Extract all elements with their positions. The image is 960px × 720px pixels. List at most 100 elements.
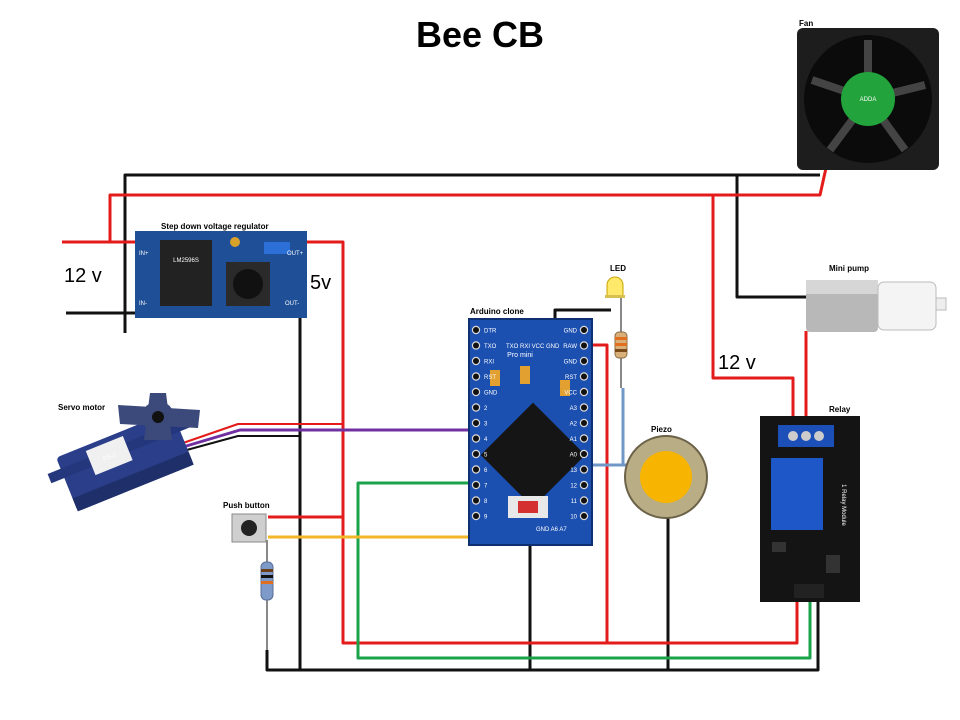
arduino-pin-left-10 bbox=[471, 480, 481, 490]
arduino-pin-left-5 bbox=[471, 403, 481, 412]
arduino-pin-left-0 bbox=[471, 325, 481, 335]
arduino-pin-label-left-7: 4 bbox=[484, 437, 488, 443]
arduino-label: Arduino clone bbox=[470, 307, 524, 316]
arduino-pin-right-7 bbox=[579, 434, 589, 443]
arduino-pin-label-left-6: 3 bbox=[484, 422, 488, 428]
mini-pump: Mini pump bbox=[806, 264, 947, 332]
arduino-pin-right-10 bbox=[579, 480, 589, 490]
fan-hub bbox=[841, 72, 895, 126]
arduino-pin-left-8 bbox=[471, 449, 481, 459]
led-resistor-value: 330 Ω bbox=[631, 336, 637, 353]
servo-label: Servo motor bbox=[58, 403, 105, 412]
arduino-pin-right-12 bbox=[579, 511, 589, 521]
arduino-top-pins: TXO RXI VCC GND bbox=[506, 344, 560, 350]
pump-label: Mini pump bbox=[829, 264, 869, 273]
arduino-pin-label-left-10: 7 bbox=[484, 484, 488, 490]
button-label: Push button bbox=[223, 501, 270, 510]
servo-signal-wire bbox=[182, 428, 474, 449]
arduino-pin-label-right-12: 10 bbox=[570, 515, 577, 521]
push-button: Push button 10K Ω bbox=[223, 501, 285, 601]
arduino-pin-right-2 bbox=[579, 356, 589, 366]
arduino-pin-right-9 bbox=[579, 465, 589, 474]
arduino-model: Pro mini bbox=[507, 352, 533, 359]
arduino-pin-label-left-4: GND bbox=[484, 391, 498, 397]
relay-signal-wire bbox=[356, 481, 812, 660]
arduino-pin-label-left-11: 8 bbox=[484, 499, 488, 505]
regulator-in-minus: IN- bbox=[139, 301, 147, 307]
arduino-pin-left-11 bbox=[471, 496, 481, 505]
arduino-pin-left-3 bbox=[471, 372, 481, 381]
arduino-pin-left-9 bbox=[471, 465, 481, 474]
regulator-in-plus: IN+ bbox=[139, 251, 149, 257]
led-label: LED bbox=[610, 264, 626, 273]
arduino-pin-label-right-7: A1 bbox=[570, 437, 578, 443]
arduino-pin-label-right-10: 12 bbox=[570, 484, 577, 490]
regulator-chip-label: LM2596S bbox=[173, 258, 199, 264]
pump-voltage-label: 12 v bbox=[718, 352, 756, 374]
arduino-pin-left-6 bbox=[471, 418, 481, 428]
relay-module-name: 1 Relay Module bbox=[840, 484, 846, 526]
arduino-pin-left-2 bbox=[471, 356, 481, 366]
arduino-pin-label-right-6: A2 bbox=[570, 422, 578, 428]
arduino-pin-right-4 bbox=[579, 387, 589, 397]
arduino-pin-right-11 bbox=[579, 496, 589, 505]
arduino-pin-label-left-1: TXO bbox=[484, 344, 497, 350]
ground-wire-bottom bbox=[265, 598, 820, 672]
arduino-pin-label-left-3: RST bbox=[484, 375, 496, 381]
voltage-regulator: LM2596S IN+ IN- OUT+ OUT- Step down volt… bbox=[135, 222, 307, 318]
arduino-pin-label-left-9: 6 bbox=[484, 468, 488, 474]
arduino-pin-label-right-4: VCC bbox=[564, 391, 577, 397]
arduino-pin-right-6 bbox=[579, 418, 589, 428]
piezo-label: Piezo bbox=[651, 425, 672, 434]
arduino: Arduino clone TXO RXI VCC GND Pro mini G… bbox=[468, 307, 593, 546]
arduino-pin-label-right-11: 11 bbox=[571, 499, 578, 505]
fan: ADDA Fan bbox=[797, 19, 939, 170]
diagram-title: Bee CB bbox=[415, 14, 545, 55]
arduino-pin-right-3 bbox=[579, 372, 589, 381]
arduino-pin-left-7 bbox=[471, 434, 481, 443]
arduino-pin-label-right-5: A3 bbox=[570, 406, 578, 412]
arduino-pin-label-left-0: DTR bbox=[484, 329, 497, 335]
relay-label: Relay bbox=[829, 405, 851, 414]
piezo: Piezo bbox=[624, 425, 708, 519]
servo-power-wire bbox=[182, 423, 343, 444]
arduino-pin-right-1 bbox=[579, 341, 589, 350]
ground-wire-pump bbox=[735, 175, 808, 299]
regulator-out-minus: OUT- bbox=[285, 301, 299, 307]
servo-motor: Servo motor RS-2 bbox=[47, 393, 200, 512]
arduino-pin-right-0 bbox=[579, 325, 589, 335]
arduino-pin-left-12 bbox=[471, 511, 481, 521]
arduino-pin-label-right-9: 13 bbox=[570, 468, 577, 474]
ground-wire-top bbox=[123, 173, 820, 333]
relay-coil bbox=[771, 458, 823, 530]
arduino-pin-right-5 bbox=[579, 403, 589, 412]
wires bbox=[62, 167, 828, 672]
arduino-pin-label-right-3: RST bbox=[565, 375, 577, 381]
output-voltage-label: 5v bbox=[310, 272, 331, 294]
arduino-pin-label-left-5: 2 bbox=[484, 406, 488, 412]
input-voltage-label: 12 v bbox=[64, 265, 102, 287]
button-resistor-value: 10K Ω bbox=[279, 570, 285, 587]
fan-label: Fan bbox=[799, 19, 813, 28]
arduino-pin-label-right-1: RAW bbox=[563, 344, 577, 350]
relay-module: Relay 1 Relay Module bbox=[760, 405, 860, 602]
arduino-pin-label-right-8: A0 bbox=[570, 453, 578, 459]
servo-ground-wire bbox=[182, 435, 300, 452]
regulator-label: Step down voltage regulator bbox=[161, 222, 269, 231]
svg-text:ADDA: ADDA bbox=[860, 97, 877, 103]
led: LED 330 Ω bbox=[605, 264, 637, 359]
servo-model: RS-2 bbox=[102, 452, 118, 463]
regulator-out-plus: OUT+ bbox=[287, 251, 304, 257]
arduino-pin-right-8 bbox=[579, 449, 589, 459]
arduino-pin-label-right-0: GND bbox=[564, 329, 578, 335]
arduino-pin-label-left-8: 5 bbox=[484, 453, 488, 459]
arduino-pin-label-right-2: GND bbox=[564, 360, 578, 366]
arduino-pin-label-left-2: RXI bbox=[484, 360, 494, 366]
power-wire-regulator bbox=[300, 240, 799, 645]
power-wire-pump bbox=[711, 195, 795, 436]
arduino-pin-left-4 bbox=[471, 387, 481, 397]
arduino-bottom-pins: GND A6 A7 bbox=[536, 527, 567, 533]
arduino-pin-label-left-12: 9 bbox=[484, 515, 488, 521]
arduino-pin-left-1 bbox=[471, 341, 481, 350]
